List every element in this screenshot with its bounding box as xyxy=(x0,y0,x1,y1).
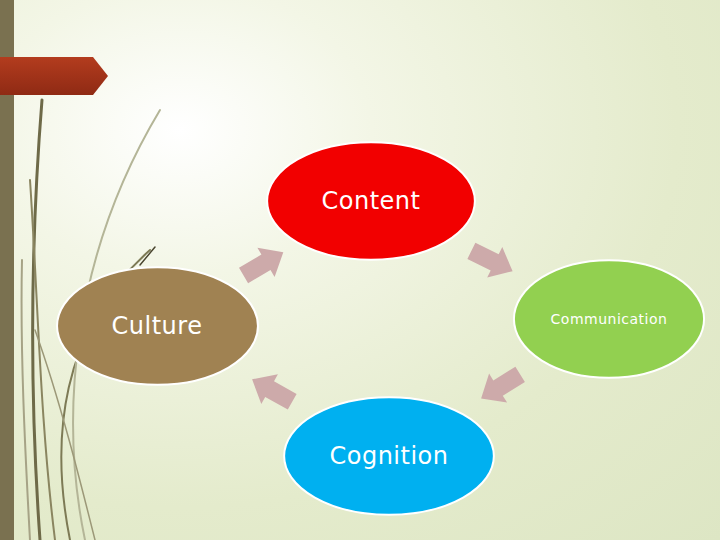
block-arrow xyxy=(467,243,512,278)
node-label: Cognition xyxy=(329,442,448,470)
title-tab xyxy=(0,57,108,95)
block-arrow xyxy=(481,367,525,403)
ellipse-node: Culture xyxy=(55,266,260,386)
ellipse-node: Communication xyxy=(512,259,706,379)
node-label: Communication xyxy=(551,311,668,327)
ellipse-node: Content xyxy=(265,141,477,261)
ellipse-node: Cognition xyxy=(282,396,496,516)
block-arrow xyxy=(252,374,297,409)
block-arrow xyxy=(239,248,283,284)
node-label: Content xyxy=(322,187,421,215)
node-label: Culture xyxy=(112,312,203,340)
